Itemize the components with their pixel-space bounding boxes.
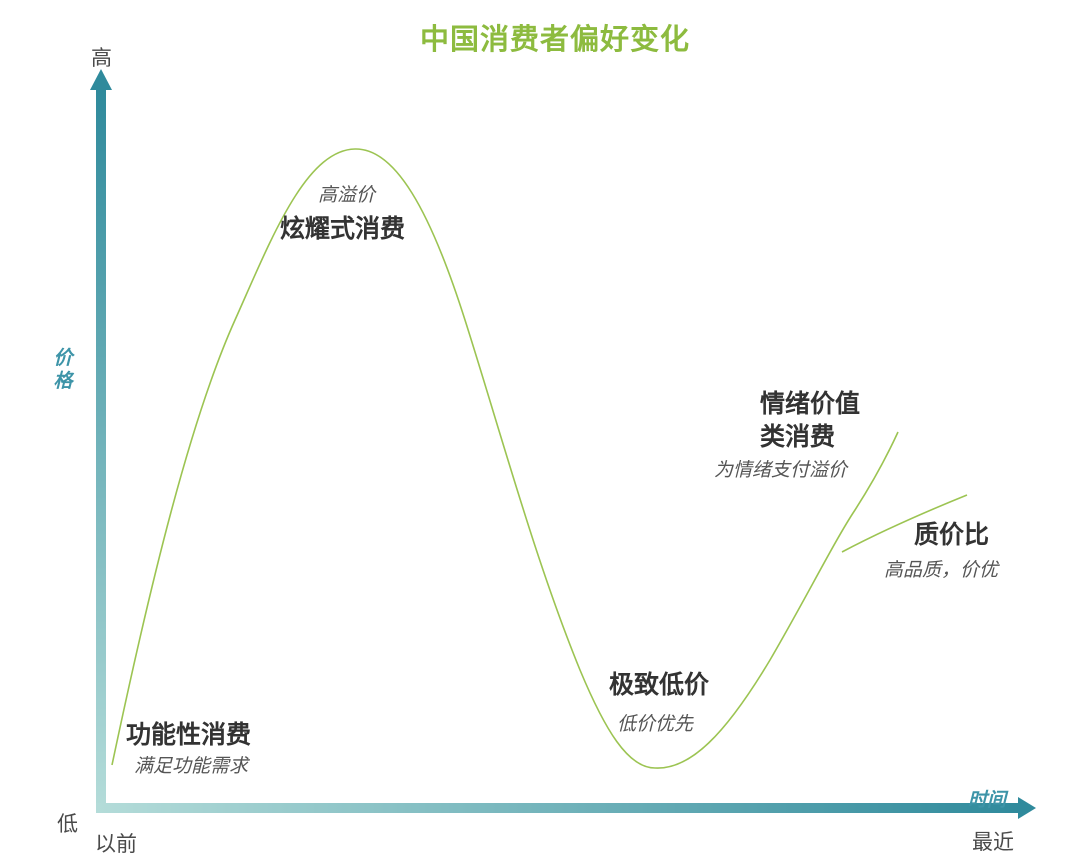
stage-emotional-value-name-line2: 类消费 — [760, 422, 836, 451]
stage-conspicuous-subtitle: 高溢价 — [318, 184, 376, 206]
x-axis-arrowhead — [1018, 797, 1036, 819]
x-axis-start-label: 以前 — [95, 832, 137, 856]
stage-emotional-value-subtitle: 为情绪支付溢价 — [714, 459, 848, 481]
stage-conspicuous-name: 炫耀式消费 — [280, 214, 406, 243]
stage-functional-name: 功能性消费 — [126, 720, 252, 749]
stage-low-price: 极致低价 低价优先 — [609, 668, 709, 736]
x-axis-end-label: 最近 — [972, 830, 1014, 854]
stage-low-price-subtitle: 低价优先 — [617, 713, 694, 735]
stage-functional: 功能性消费 满足功能需求 — [126, 718, 251, 778]
preference-curve — [111, 148, 899, 769]
stage-emotional-value: 情绪价值 类消费 为情绪支付溢价 — [714, 387, 860, 482]
y-axis-arrowhead — [90, 69, 112, 90]
x-axis-line — [96, 803, 1020, 813]
y-axis-line — [96, 88, 106, 810]
stage-quality-price-name: 质价比 — [914, 520, 990, 549]
stage-low-price-name: 极致低价 — [609, 670, 710, 699]
page-title: 中国消费者偏好变化 — [419, 22, 690, 56]
x-axis-label: 时间 — [968, 789, 1007, 811]
y-axis-label: 价格 — [53, 347, 73, 392]
quality-price-branch-curve — [841, 494, 968, 553]
stage-conspicuous: 高溢价 炫耀式消费 — [280, 180, 405, 245]
y-axis-high-label: 高 — [91, 46, 112, 70]
stage-quality-price-subtitle: 高品质，价优 — [884, 559, 999, 581]
stage-quality-price: 质价比 高品质，价优 — [884, 518, 998, 582]
stage-functional-subtitle: 满足功能需求 — [134, 755, 249, 777]
y-axis-low-label: 低 — [57, 812, 78, 836]
stage-emotional-value-name-line1: 情绪价值 — [760, 389, 861, 418]
